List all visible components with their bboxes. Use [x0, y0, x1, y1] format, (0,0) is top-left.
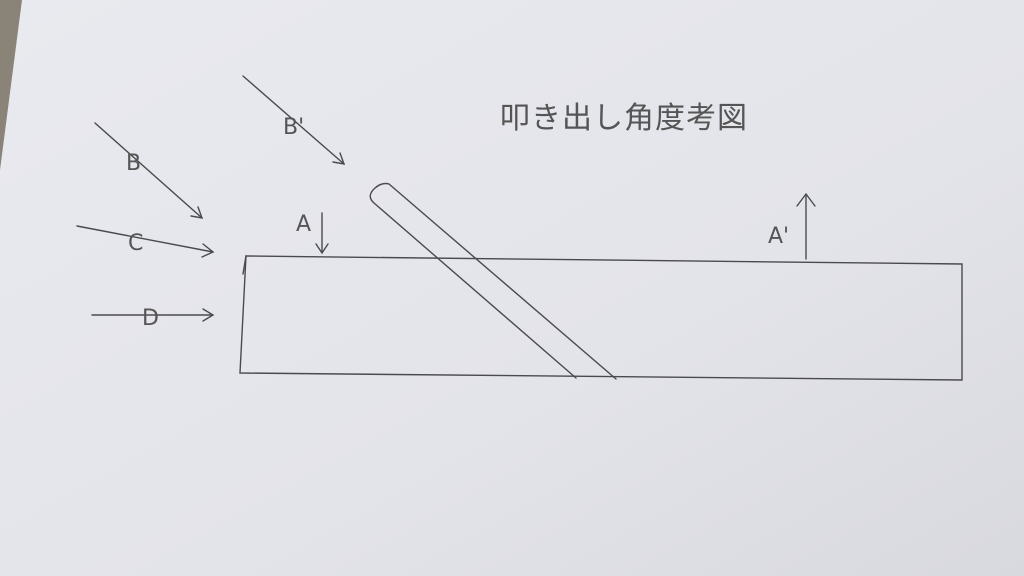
label-a-prime: A' — [768, 224, 789, 249]
label-a: A — [296, 212, 311, 237]
arrow-c-head — [201, 243, 215, 258]
arrow-d-head — [202, 308, 215, 322]
label-b-prime: B' — [283, 115, 304, 140]
title-text: 叩き出し角度考図 — [500, 101, 748, 136]
plane-front-edge — [242, 255, 247, 275]
arrow-b-prime — [242, 75, 345, 165]
arrow-b-head — [190, 206, 204, 219]
plane-body-outline — [239, 255, 963, 381]
label-b: B — [126, 151, 141, 176]
arrow-a-prime-head — [796, 192, 816, 207]
blade-outline — [369, 182, 617, 380]
label-d: D — [142, 306, 159, 331]
arrow-b-prime-head — [332, 152, 346, 165]
arrow-c — [76, 225, 214, 253]
arrow-a-head — [315, 243, 329, 255]
label-c: C — [128, 231, 143, 256]
arrow-b — [94, 122, 203, 219]
